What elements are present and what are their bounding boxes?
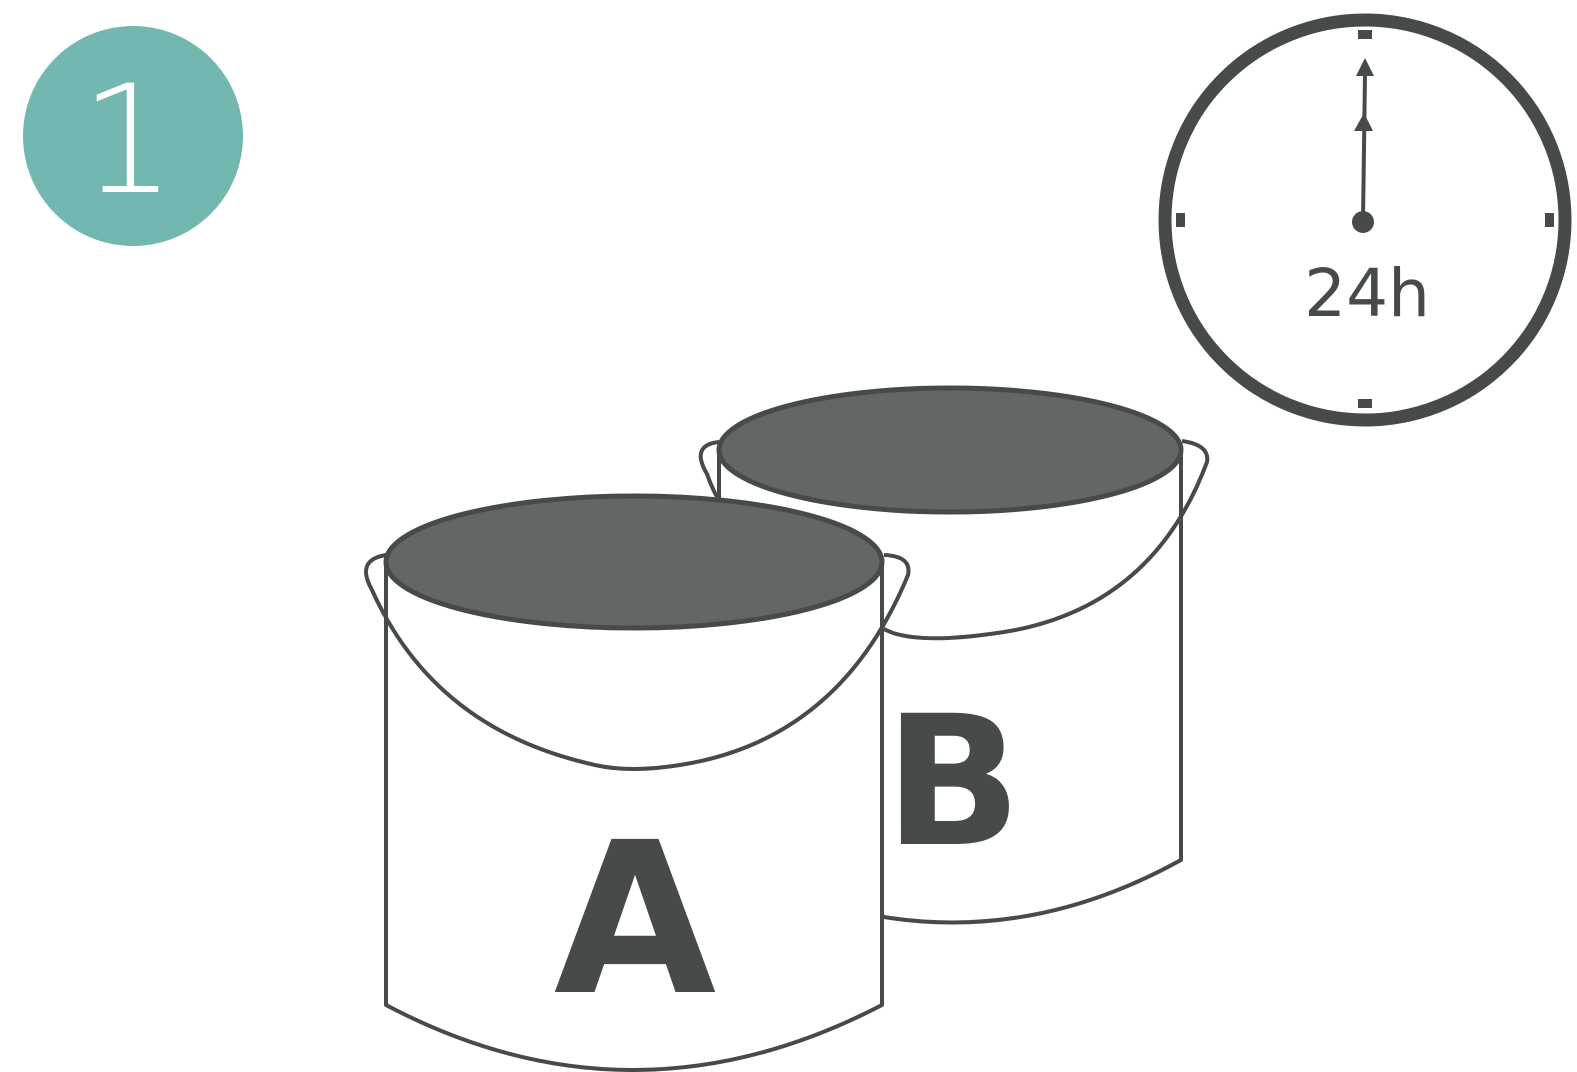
bucket-b-lid: [716, 385, 1184, 515]
clock-center-dot: [1352, 211, 1374, 233]
step-badge: 1: [23, 26, 243, 246]
bucket-b-handle: [698, 439, 1210, 641]
clock-tick-3: [1545, 213, 1554, 227]
step-badge-circle: [23, 26, 243, 246]
bucket-a-body: [384, 561, 884, 1072]
bucket-a-lid: [383, 493, 885, 631]
clock-minute-hand-tip: [1356, 58, 1374, 76]
bucket-a-label: A: [554, 797, 717, 1042]
bucket-a: A: [364, 493, 911, 1072]
step-number: 1: [80, 54, 175, 228]
clock-tick-6: [1358, 399, 1372, 408]
bucket-a-handle: [364, 553, 911, 771]
clock-hour-hand-tip: [1354, 113, 1373, 131]
clock-duration-label: 24h: [1304, 255, 1430, 332]
clock-tick-9: [1176, 213, 1185, 227]
clock-minute-hand: [1361, 73, 1367, 222]
clock-tick-12: [1358, 30, 1372, 39]
clock: 24h: [1158, 13, 1572, 427]
bucket-b-label: B: [884, 678, 1021, 887]
